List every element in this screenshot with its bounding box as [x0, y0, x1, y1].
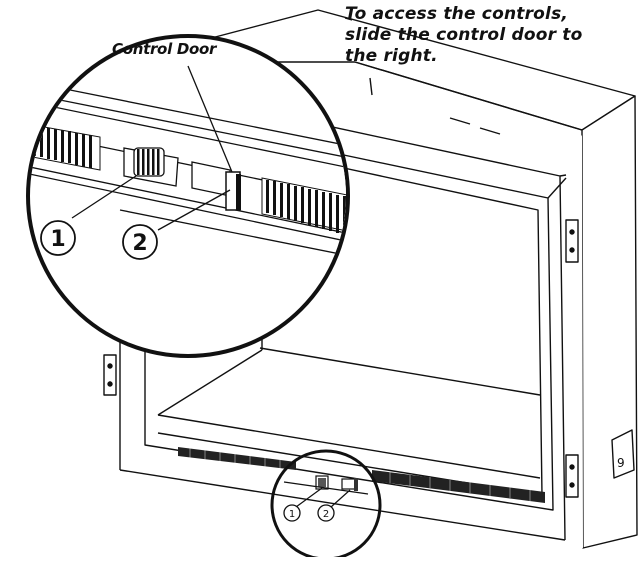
lower-vent-left [178, 447, 296, 470]
control-door-label: Control Door [112, 40, 217, 58]
control-knob [123, 147, 179, 187]
small-marker-2-number: 2 [323, 509, 329, 520]
control-door-leader [187, 65, 233, 173]
marker-1-number: 1 [50, 227, 65, 252]
instruction-line-1: To access the controls, [345, 4, 569, 24]
small-marker-1-number: 1 [289, 509, 295, 520]
control-door [191, 161, 241, 211]
control-area-magnified-circle [26, 34, 350, 358]
magnified-vent-right [261, 177, 346, 234]
instruction-text: To access the controls, slide the contro… [345, 4, 637, 67]
instruction-line-3: the right. [345, 46, 438, 66]
svg-text:9: 9 [617, 456, 625, 470]
marker-1 [40, 220, 76, 256]
marker-2 [122, 224, 158, 260]
lower-vent-right [372, 470, 545, 503]
marker-2-number: 2 [132, 231, 147, 256]
instruction-line-2: slide the control door to [345, 25, 583, 45]
